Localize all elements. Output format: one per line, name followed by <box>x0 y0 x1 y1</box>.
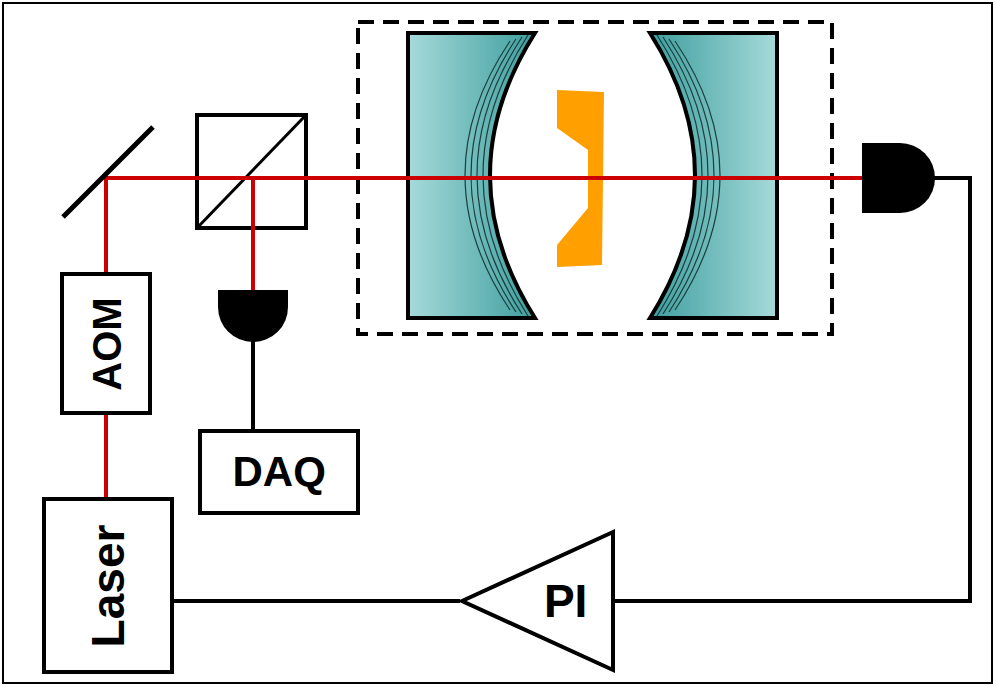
mirror <box>63 127 153 217</box>
node-label: DAQ <box>233 451 326 493</box>
laser-box: Laser <box>42 497 174 674</box>
laser-beam <box>251 178 255 292</box>
signal-wire <box>613 178 970 601</box>
right-cavity-mirror <box>650 33 777 318</box>
controller-triangle: PI <box>460 530 615 672</box>
amplifier-outline <box>460 530 615 672</box>
photodetector <box>862 143 935 213</box>
laser-beam <box>104 176 864 180</box>
node-label: PI <box>544 578 587 624</box>
laser-beam <box>104 415 108 497</box>
signal-wire <box>251 340 255 431</box>
node-label: Laser <box>85 524 131 647</box>
feedback-wire <box>174 599 460 603</box>
daq-box: DAQ <box>198 429 360 515</box>
frame-border <box>3 3 992 683</box>
photodetector <box>218 290 288 342</box>
laser-beam <box>104 178 108 272</box>
modulator-box: AOM <box>60 272 152 415</box>
left-cavity-mirror <box>408 33 535 318</box>
node-label: AOM <box>86 297 126 390</box>
